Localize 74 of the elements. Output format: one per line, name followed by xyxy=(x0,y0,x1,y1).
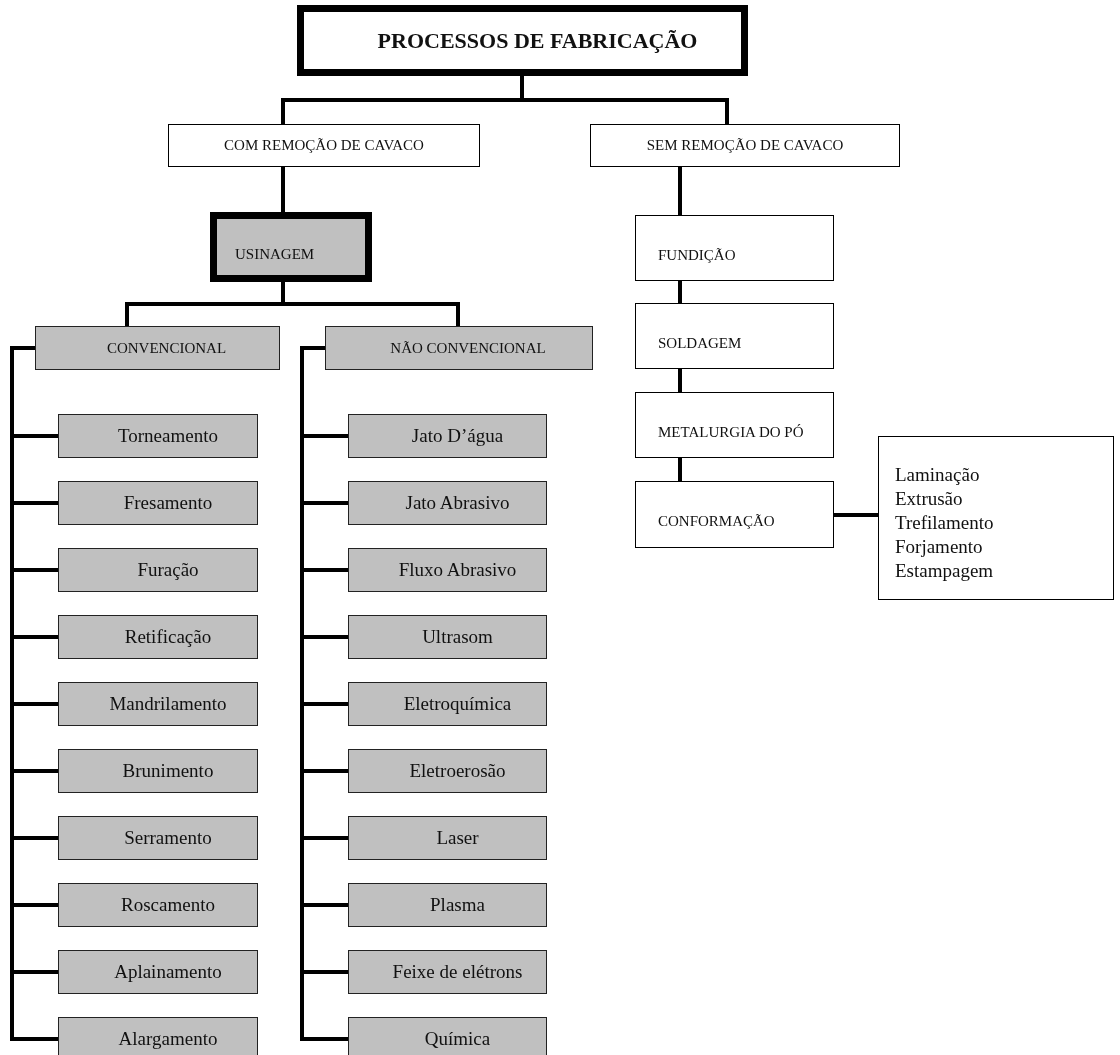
connector-line xyxy=(281,282,460,326)
node-label: Mandrilamento xyxy=(109,693,227,715)
node-label: USINAGEM xyxy=(235,245,315,263)
node-label: Estampagem xyxy=(895,559,994,583)
node-label: FUNDIÇÃO xyxy=(658,246,736,264)
connector-line xyxy=(834,513,878,517)
process-box xyxy=(348,1017,547,1055)
category-box xyxy=(168,124,480,167)
node-label: Feixe de elétrons xyxy=(392,961,523,983)
node-label: Fluxo Abrasivo xyxy=(398,559,517,581)
process-box xyxy=(348,615,547,659)
node-label: Laminação xyxy=(895,463,980,487)
process-box xyxy=(58,950,258,994)
node-label: Eletroerosão xyxy=(409,760,506,782)
node-label: Serramento xyxy=(124,827,212,849)
process-box xyxy=(635,303,834,369)
process-box xyxy=(348,481,547,525)
node-label: SEM REMOÇÃO DE CAVACO xyxy=(646,137,844,154)
node-label: Jato D’água xyxy=(411,425,504,447)
process-box xyxy=(58,883,258,927)
process-box xyxy=(348,548,547,592)
node-label: COM REMOÇÃO DE CAVACO xyxy=(224,137,424,154)
process-box xyxy=(348,950,547,994)
process-box xyxy=(58,414,258,458)
node-label: Ultrasom xyxy=(422,626,493,648)
node-label: Fresamento xyxy=(123,492,213,514)
connector-line xyxy=(520,76,729,124)
node-label: Roscamento xyxy=(121,894,215,916)
node-label: Trefilamento xyxy=(895,511,994,535)
node-label: Furação xyxy=(137,559,199,581)
process-box xyxy=(58,1017,258,1055)
group-box xyxy=(325,326,593,370)
process-box xyxy=(348,883,547,927)
connector-line xyxy=(678,281,682,303)
process-box xyxy=(58,615,258,659)
process-box xyxy=(635,481,834,548)
node-label: Jato Abrasivo xyxy=(405,492,510,514)
node-label: Eletroquímica xyxy=(403,693,512,715)
node-label: Química xyxy=(424,1028,491,1050)
process-box xyxy=(58,548,258,592)
process-box xyxy=(635,215,834,281)
process-box xyxy=(58,481,258,525)
connector-line xyxy=(678,458,682,481)
connector-line xyxy=(281,167,285,212)
connector-line xyxy=(678,369,682,392)
category-box xyxy=(590,124,900,167)
node-label: Extrusão xyxy=(895,487,963,511)
node-label: SOLDAGEM xyxy=(658,334,742,352)
process-box xyxy=(210,212,372,282)
process-box xyxy=(58,816,258,860)
node-label: Aplainamento xyxy=(114,961,222,983)
node-label: CONFORMAÇÃO xyxy=(658,513,775,530)
process-box xyxy=(348,682,547,726)
connector-line xyxy=(678,167,682,215)
node-label: METALURGIA DO PÓ xyxy=(658,423,804,441)
process-box xyxy=(58,749,258,793)
node-label: Retificação xyxy=(124,626,212,648)
node-label: Laser xyxy=(436,827,479,849)
node-label: Brunimento xyxy=(122,760,214,782)
node-label: Torneamento xyxy=(118,425,218,447)
title-box xyxy=(297,5,748,76)
node-label: Alargamento xyxy=(118,1028,218,1050)
process-box xyxy=(348,749,547,793)
node-label: Forjamento xyxy=(895,535,983,559)
list-box xyxy=(878,436,1114,600)
node-label: CONVENCIONAL xyxy=(106,339,227,357)
process-box xyxy=(635,392,834,458)
process-box xyxy=(348,816,547,860)
group-box xyxy=(35,326,280,370)
process-box xyxy=(58,682,258,726)
node-label: PROCESSOS DE FABRICAÇÃO xyxy=(377,27,698,54)
node-label: NÃO CONVENCIONAL xyxy=(390,339,546,357)
process-box xyxy=(348,414,547,458)
node-label: Plasma xyxy=(430,894,485,916)
